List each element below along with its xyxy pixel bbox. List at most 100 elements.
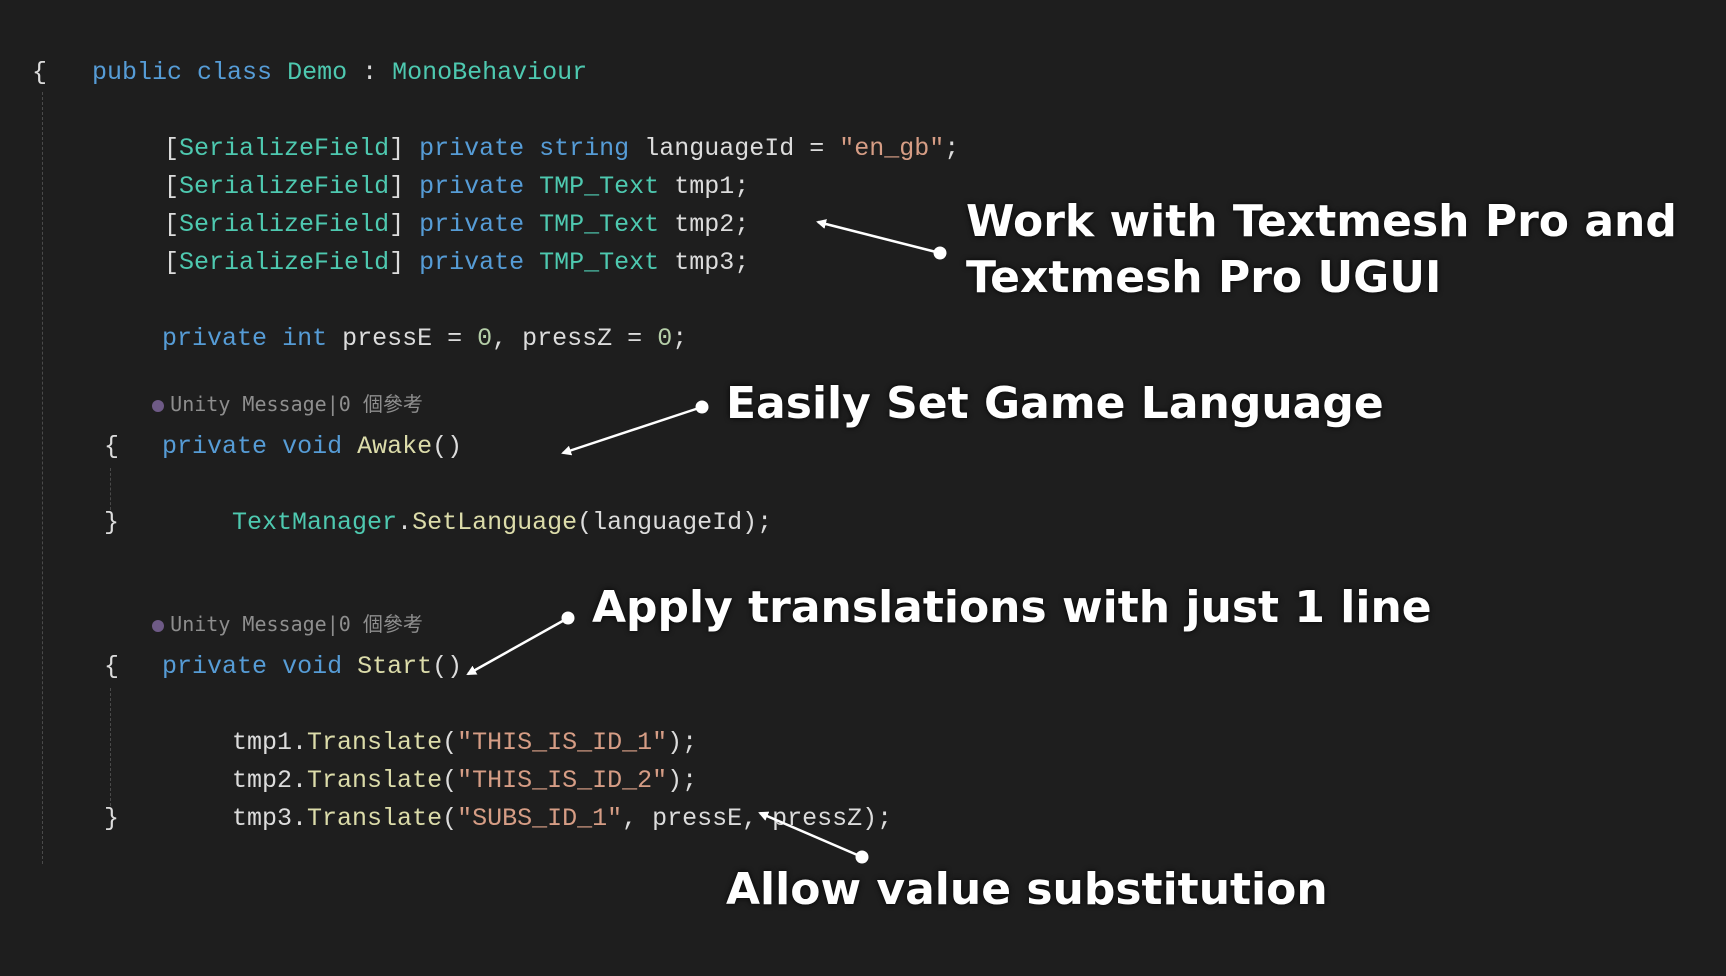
class-open-brace[interactable]: { [32,54,47,92]
keyword: private [162,324,268,353]
attribute-close: ] [389,248,405,277]
number-literal: 0 [477,324,493,353]
translate-line-tmp3[interactable]: tmp3.Translate("SUBS_ID_1", pressE, pres… [172,762,892,833]
brace: } [104,508,120,537]
parentheses: () [432,432,463,461]
codelens-start[interactable]: Unity Message|0 個參考 [104,576,423,636]
open-paren: ( [442,766,458,795]
type-keyword: int [282,324,328,353]
semicolon: ; [672,324,688,353]
equals: = [794,134,840,163]
awake-close-brace[interactable]: } [104,504,119,542]
indent-guide-awake [110,468,111,510]
indent-guide-class [42,92,43,864]
string-literal: "SUBS_ID_1" [457,804,623,833]
field-line-tmp3[interactable]: [SerializeField] private TMP_Text tmp3; [104,206,749,277]
variable-name: pressZ [522,324,613,353]
object-name: tmp1 [232,728,293,757]
parentheses: () [432,652,463,681]
brace: } [104,804,120,833]
string-literal: "en_gb" [839,134,945,163]
method-name: Awake [357,432,433,461]
call-close: ); [667,766,698,795]
codelens-label: Unity Message|0 個參考 [170,612,423,636]
annotation-substitution: Allow value substitution [726,862,1328,918]
awake-open-brace[interactable]: { [104,428,119,466]
keyword: private [162,432,268,461]
counter-field-line[interactable]: private int pressE = 0, pressZ = 0; [102,282,687,353]
unity-message-dot-icon [152,400,165,412]
dot: . [397,508,413,537]
equals: = [612,324,658,353]
dot: . [292,804,308,833]
field-line-tmp1[interactable]: [SerializeField] private TMP_Text tmp1; [104,130,749,201]
brace: { [104,652,120,681]
base-class: MonoBehaviour [392,58,588,87]
comma: , [492,324,523,353]
type-name: TMP_Text [539,172,660,201]
field-name: tmp1 [674,172,735,201]
keyword: class [197,58,273,87]
semicolon: ; [944,134,960,163]
call-arguments: (languageId); [577,508,773,537]
type-keyword: void [282,652,343,681]
class-declaration-line[interactable]: public class Demo : MonoBehaviour [32,16,587,87]
attribute: SerializeField [179,248,390,277]
keyword: private [419,248,525,277]
dot: . [292,766,308,795]
class-name: Demo [287,58,348,87]
type-name: TMP_Text [539,248,660,277]
unity-message-dot-icon [152,620,165,632]
attribute-close: ] [389,210,405,239]
attribute: SerializeField [179,172,390,201]
start-close-brace[interactable]: } [104,800,119,838]
field-line-tmp2[interactable]: [SerializeField] private TMP_Text tmp2; [104,168,749,239]
keyword: public [92,58,183,87]
field-line-languageid[interactable]: [SerializeField] private string language… [104,92,959,163]
string-literal: "THIS_IS_ID_2" [457,766,668,795]
annotation-textmesh-line2: Textmesh Pro UGUI [966,252,1442,303]
attribute-open: [ [164,172,180,201]
annotation-translations-text: Apply translations with just 1 line [592,582,1432,633]
keyword: private [419,172,525,201]
codelens-label: Unity Message|0 個參考 [170,392,423,416]
call-close: , pressE, pressZ); [622,804,893,833]
string-literal: "THIS_IS_ID_1" [457,728,668,757]
start-open-brace[interactable]: { [104,648,119,686]
annotation-substitution-text: Allow value substitution [726,864,1328,915]
attribute-open: [ [164,248,180,277]
field-name: languageId [644,134,795,163]
type-keyword: string [539,134,630,163]
attribute: SerializeField [179,210,390,239]
field-name: tmp2 [674,210,735,239]
translate-line-tmp2[interactable]: tmp2.Translate("THIS_IS_ID_2"); [172,724,697,795]
brace: { [32,58,48,87]
translate-line-tmp1[interactable]: tmp1.Translate("THIS_IS_ID_1"); [172,686,697,757]
attribute-close: ] [389,134,405,163]
start-signature-line[interactable]: private void Start() [102,610,462,681]
semicolon: ; [734,172,750,201]
equals: = [432,324,478,353]
type-keyword: void [282,432,343,461]
method-name: Start [357,652,433,681]
attribute-close: ] [389,172,405,201]
open-paren: ( [442,728,458,757]
annotation-textmesh-line1: Work with Textmesh Pro and [966,196,1677,247]
awake-body-line[interactable]: TextManager.SetLanguage(languageId); [172,466,772,537]
number-literal: 0 [657,324,673,353]
codelens-awake[interactable]: Unity Message|0 個參考 [104,356,423,416]
object-name: tmp3 [232,804,293,833]
method-call: Translate [307,804,443,833]
attribute: SerializeField [179,134,390,163]
method-call: Translate [307,728,443,757]
keyword: private [162,652,268,681]
attribute-open: [ [164,134,180,163]
semicolon: ; [734,248,750,277]
object-name: tmp2 [232,766,293,795]
arrow-language [561,400,709,456]
field-name: tmp3 [674,248,735,277]
keyword: private [419,134,525,163]
keyword: private [419,210,525,239]
awake-signature-line[interactable]: private void Awake() [102,390,462,461]
